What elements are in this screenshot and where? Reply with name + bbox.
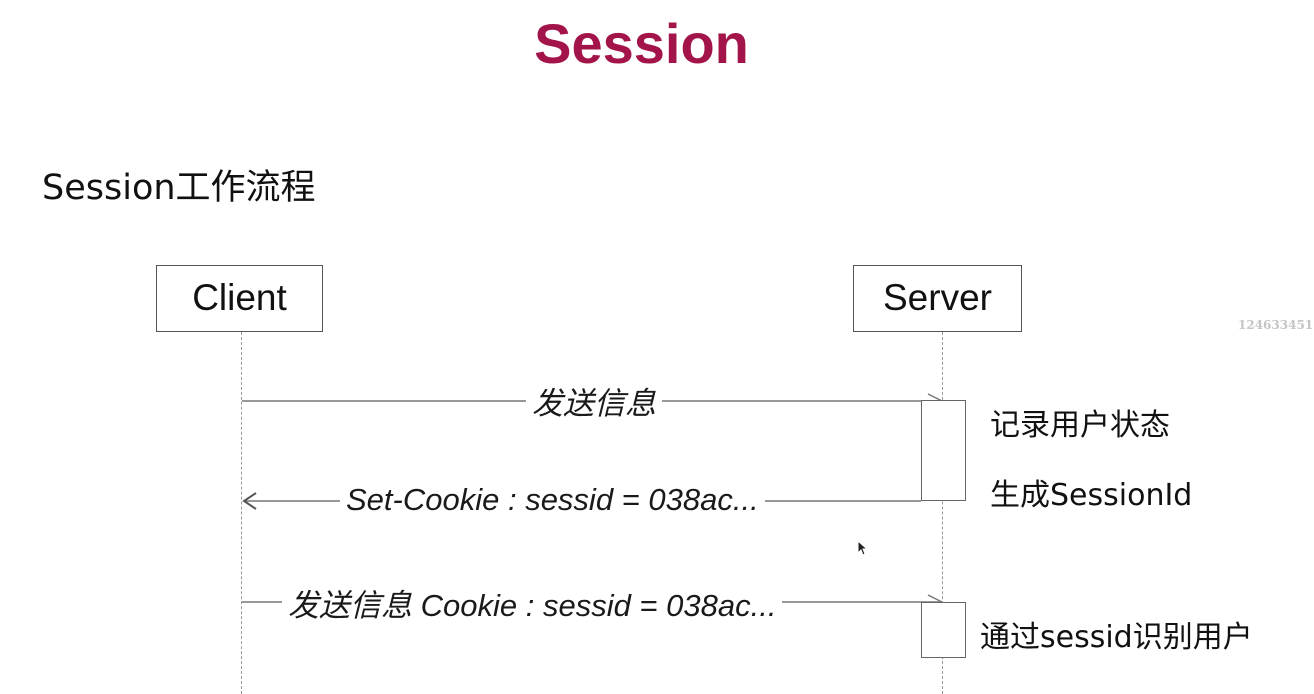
server-activation-2	[921, 602, 966, 658]
message-1-arrowhead	[927, 393, 943, 402]
mouse-cursor-icon	[857, 540, 869, 556]
slide-title: Session	[534, 12, 749, 75]
server-lifeline	[942, 332, 943, 694]
client-actor-box: Client	[156, 265, 323, 332]
note-identify-user: 通过sessid识别用户	[980, 620, 1253, 655]
server-actor-box: Server	[853, 265, 1022, 332]
message-3-label: 发送信息 Cookie : sessid = 038ac...	[282, 580, 783, 625]
message-1-label: 发送信息	[526, 378, 662, 423]
server-activation-1	[921, 400, 966, 501]
note-record-state: 记录用户状态	[990, 408, 1170, 443]
message-2-arrowhead	[242, 492, 257, 510]
client-lifeline	[241, 332, 242, 694]
section-heading: Session工作流程	[42, 168, 316, 208]
message-2-label: Set-Cookie : sessid = 038ac...	[340, 482, 765, 518]
message-3-arrowhead	[927, 594, 943, 603]
watermark: 124633451	[1238, 318, 1314, 332]
note-generate-id: 生成SessionId	[990, 478, 1193, 513]
